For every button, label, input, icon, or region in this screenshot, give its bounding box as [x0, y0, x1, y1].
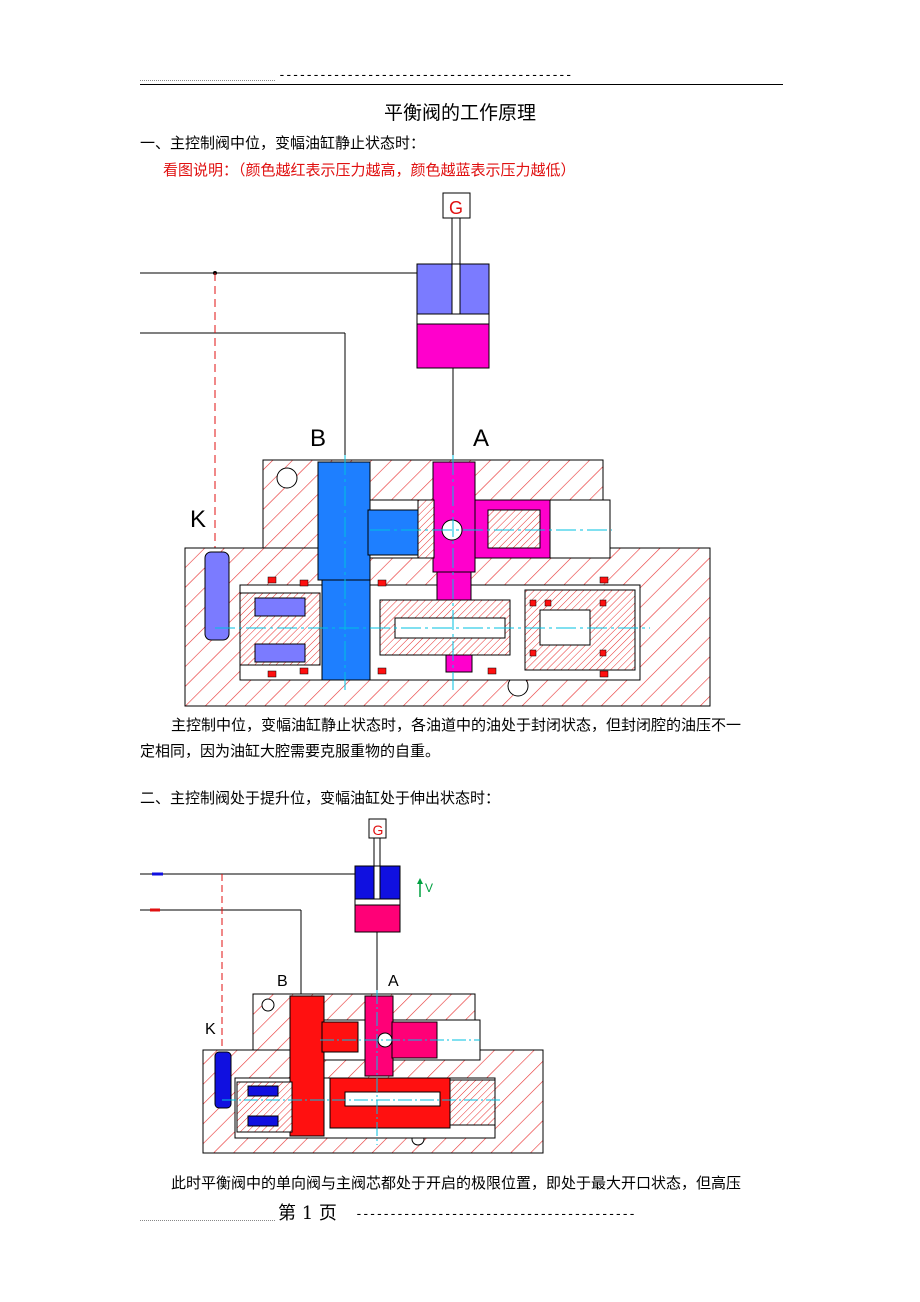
- section1-paragraph-line2: 定相同，因为油缸大腔需要克服重物的自重。: [140, 742, 441, 760]
- load-box-g: [442, 192, 471, 219]
- footer-page-label: 第 1 页: [278, 1203, 337, 1224]
- label-a: A: [473, 425, 489, 452]
- port-a-channel: [432, 461, 476, 573]
- section1-heading: 一、主控制阀中位，变幅油缸静止状态时：: [140, 134, 426, 152]
- footer-dashes: ----------------------------------------…: [355, 1207, 636, 1222]
- header-rule: [140, 84, 783, 85]
- k-piston: [204, 551, 230, 641]
- page-title: 平衡阀的工作原理: [383, 102, 536, 124]
- figure-1-valve-diagram: G B A K: [140, 192, 711, 707]
- section1-note: 看图说明：（颜色越红表示压力越高，颜色越蓝表示压力越低）: [163, 161, 576, 179]
- header-dashes: ----------------------------------------…: [278, 68, 573, 83]
- port-b-channel: [317, 461, 371, 581]
- label-b: B: [310, 425, 326, 452]
- footer-dotted-rule: [140, 1220, 275, 1221]
- label-g: G: [449, 198, 463, 218]
- section2-paragraph-line1: 此时平衡阀中的单向阀与主阀芯都处于开启的极限位置，即处于最大开口状态，但高压: [171, 1174, 742, 1192]
- label-b: B: [277, 973, 288, 990]
- label-a: A: [388, 973, 399, 990]
- label-k: K: [205, 1021, 216, 1038]
- figure-2-valve-diagram: G V B A K: [140, 818, 544, 1154]
- header-dotted-rule: [140, 80, 275, 81]
- label-k: K: [190, 506, 206, 533]
- section1-paragraph-line1: 主控制中位，变幅油缸静止状态时，各油道中的油处于封闭状态，但封闭腔的油压不一: [171, 716, 742, 734]
- label-v: V: [425, 881, 433, 895]
- label-g: G: [373, 822, 384, 838]
- cylinder-cap-chamber: [416, 323, 490, 369]
- section2-heading: 二、主控制阀处于提升位，变幅油缸处于伸出状态时：: [140, 789, 501, 807]
